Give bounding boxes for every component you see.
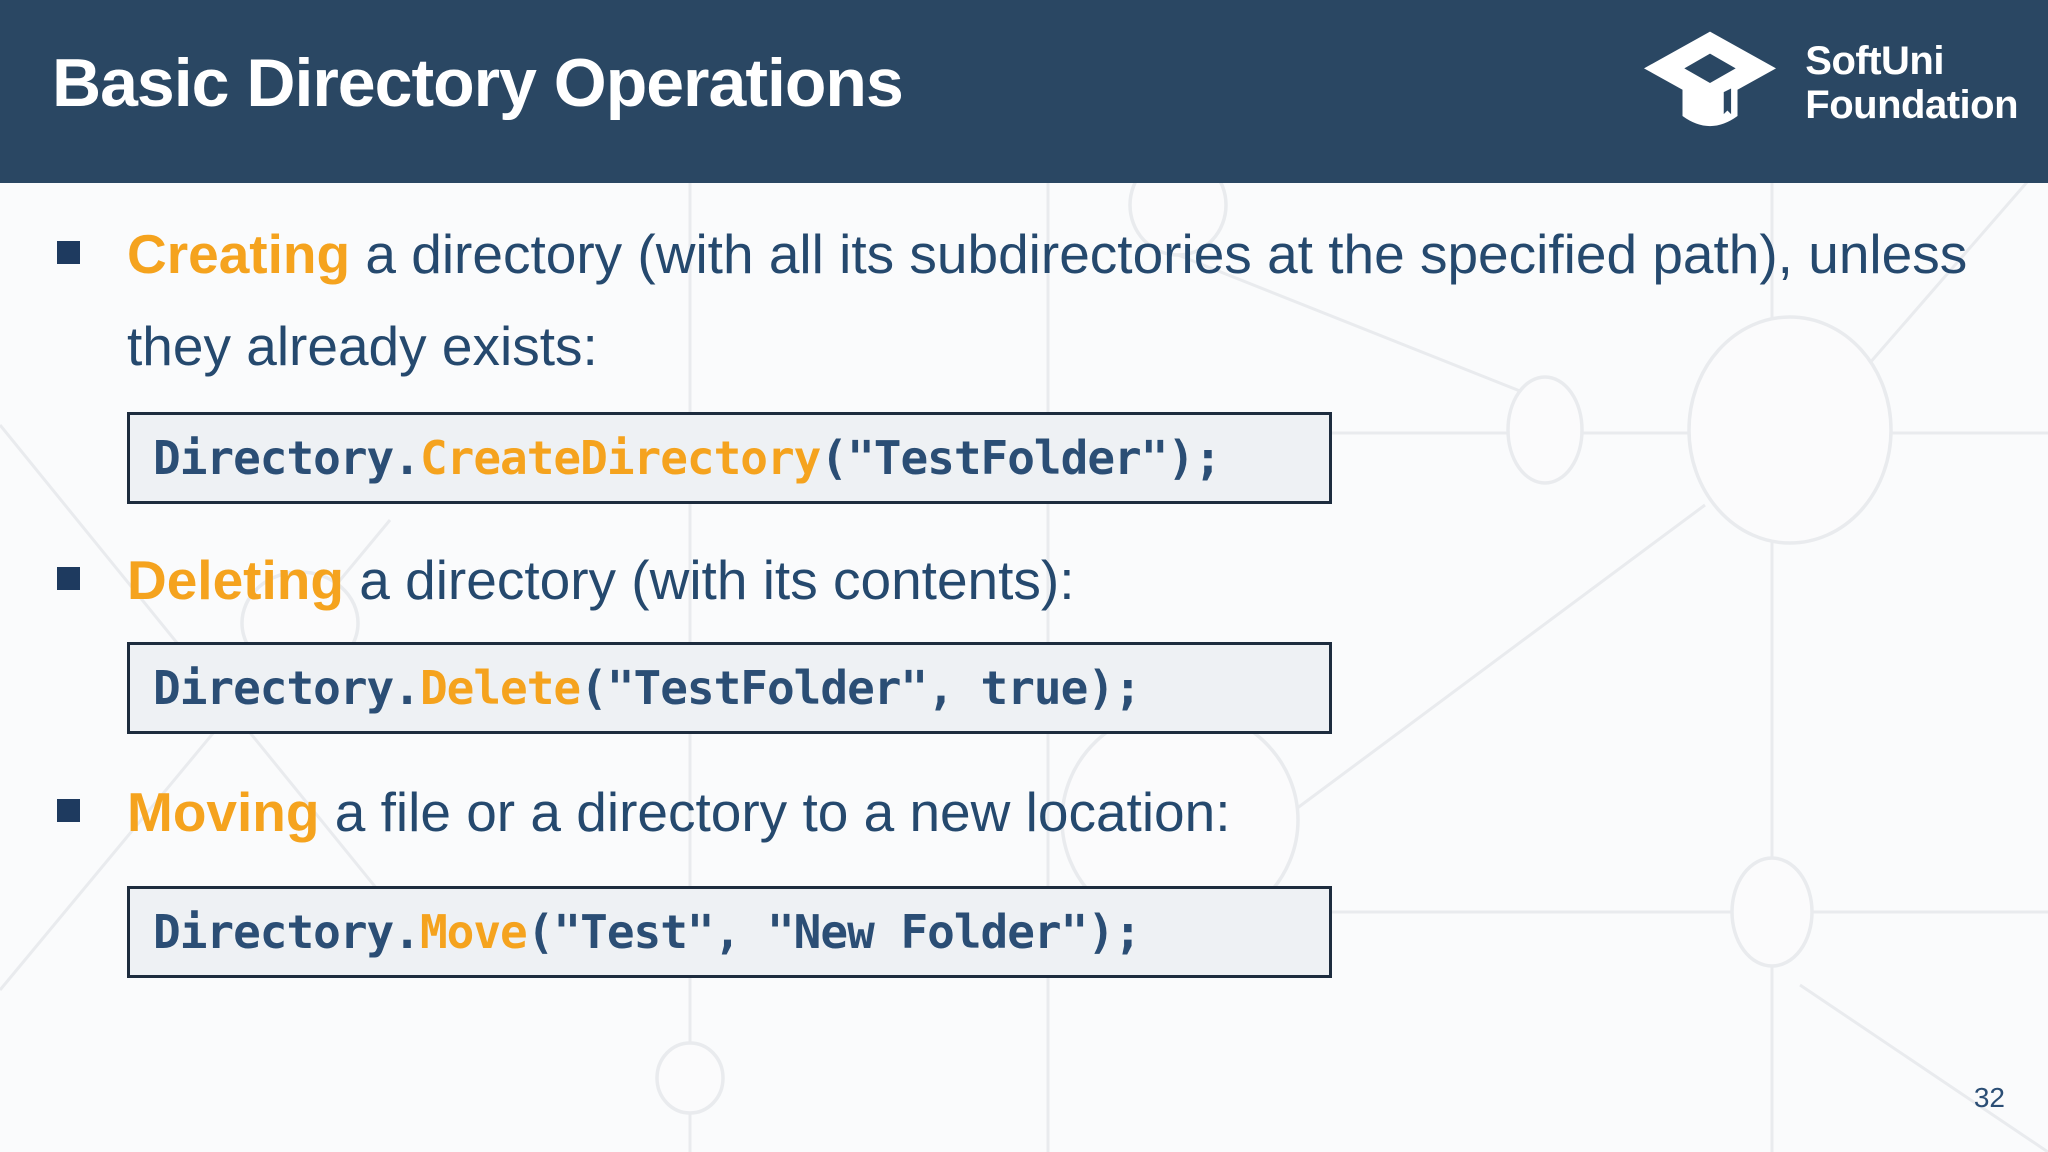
code-token: Directory. [153, 905, 421, 959]
bullet-rest-text: a file or a directory to a new location: [319, 781, 1231, 843]
bullet-square-icon [57, 799, 80, 822]
code-token: ("TestFolder"); [820, 431, 1221, 485]
header-bar: Basic Directory Operations SoftUni Found… [0, 0, 2048, 183]
code-token: Delete [419, 661, 581, 715]
page-title: Basic Directory Operations [52, 45, 904, 121]
bullet-text: Creating a directory (with all its subdi… [127, 208, 2017, 392]
bullet-square-icon [57, 567, 80, 590]
bullet-item: Moving a file or a directory to a new lo… [57, 766, 2017, 858]
code-box: Directory.Move("Test", "New Folder"); [127, 886, 1332, 978]
bullet-square-icon [57, 241, 80, 264]
code-token: ("Test", "New Folder"); [526, 905, 1142, 959]
code-box: Directory.Delete("TestFolder", true); [127, 642, 1332, 734]
softuni-logo: SoftUni Foundation [1635, 28, 2018, 138]
code-token: ("TestFolder", true); [580, 661, 1142, 715]
bullet-text: Moving a file or a directory to a new lo… [127, 766, 2017, 858]
graduation-cap-icon [1644, 31, 1777, 127]
code-token: Directory. [153, 431, 421, 485]
bullet-item: Creating a directory (with all its subdi… [57, 208, 2017, 392]
bullet-item: Deleting a directory (with its contents)… [57, 534, 2017, 626]
bullet-rest-text: a directory (with its contents): [343, 549, 1075, 611]
page-number: 32 [1973, 1082, 2005, 1113]
bullet-rest-text: a directory (with all its subdirectories… [127, 223, 1968, 377]
logo-line2: Foundation [1805, 83, 2018, 127]
code-line: Directory.Move("Test", "New Folder"); [153, 905, 1142, 959]
bullet-lead-word: Moving [127, 781, 320, 843]
logo-line1: SoftUni [1805, 39, 1944, 83]
logo-text: SoftUni Foundation [1805, 39, 2018, 127]
code-line: Directory.Delete("TestFolder", true); [153, 661, 1142, 715]
code-line: Directory.CreateDirectory("TestFolder"); [153, 431, 1222, 485]
bullet-lead-word: Creating [127, 223, 351, 285]
code-box: Directory.CreateDirectory("TestFolder"); [127, 412, 1332, 504]
code-token: Move [419, 905, 528, 959]
bullet-lead-word: Deleting [127, 549, 344, 611]
code-token: CreateDirectory [419, 431, 821, 485]
bullet-text: Deleting a directory (with its contents)… [127, 534, 2017, 626]
code-token: Directory. [153, 661, 421, 715]
